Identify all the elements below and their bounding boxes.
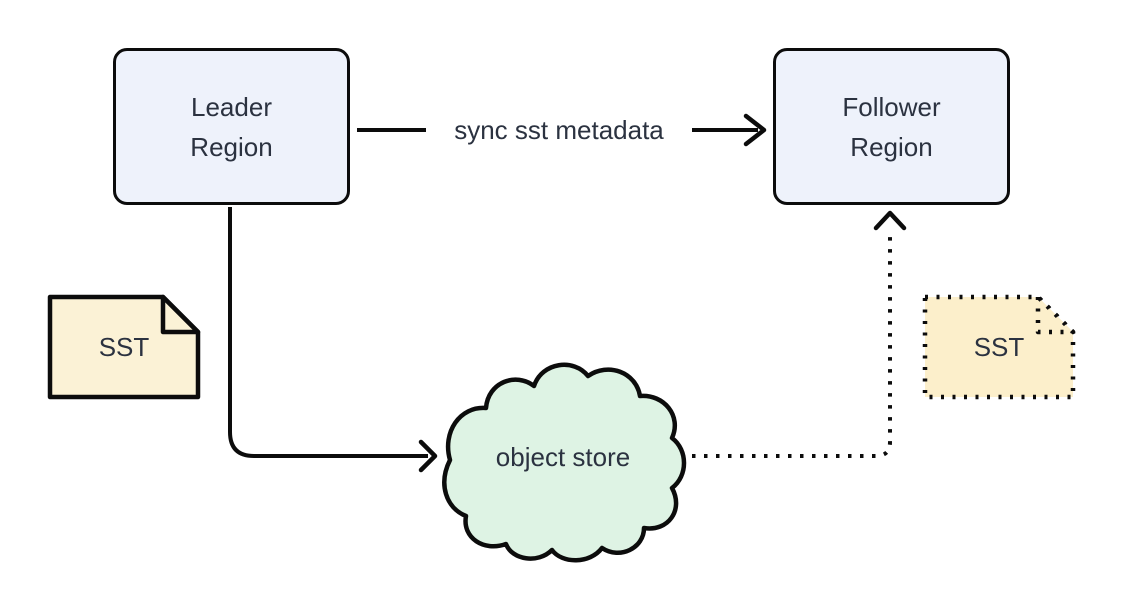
node-object-store: object store	[436, 348, 690, 566]
arrowhead-into-cloud-icon	[418, 439, 438, 473]
cloud-shape-icon	[442, 362, 687, 563]
object-store-label: object store	[495, 441, 631, 472]
leader-region-label: Leader Region	[190, 91, 273, 162]
node-sst-document-right: SST	[919, 291, 1079, 403]
edge-leader-to-object-store	[228, 207, 428, 458]
node-leader-region: Leader Region	[113, 48, 350, 205]
arrowhead-up-icon	[873, 210, 907, 231]
sst-right-label: SST	[973, 331, 1025, 362]
node-follower-region: Follower Region	[773, 48, 1010, 205]
edge-label-sync-sst-metadata: sync sst metadata	[454, 114, 664, 145]
edge-object-store-to-follower	[692, 232, 892, 458]
sst-left-label: SST	[98, 331, 150, 362]
document-shape-dotted-icon	[922, 294, 1076, 400]
document-shape-icon	[47, 294, 201, 400]
follower-region-label: Follower Region	[842, 91, 941, 162]
arrowhead-right-icon	[743, 113, 767, 147]
node-sst-document-left: SST	[44, 291, 204, 403]
